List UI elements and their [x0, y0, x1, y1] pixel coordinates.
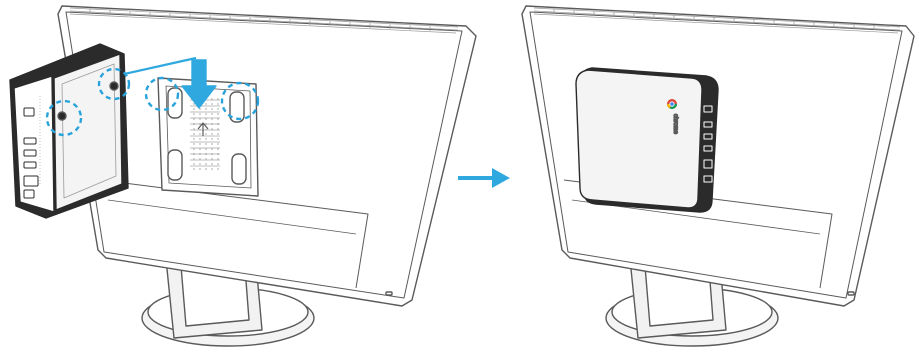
dashed-circle-callout-icon: [45, 99, 83, 137]
dashed-circle-callout-icon: [220, 81, 260, 121]
vesa-bracket-icon: [157, 77, 259, 197]
monitor-top-vent: [533, 7, 901, 34]
monitor-top-vent: [69, 7, 459, 34]
chromebox-device-side: [9, 43, 129, 219]
chrome-logo-icon: [667, 99, 677, 109]
dashed-circle-callout-icon: [97, 67, 131, 101]
chromebox-device-mounted: chrome: [575, 67, 719, 213]
arrow-right-icon: [458, 168, 510, 188]
device-brand-text: chrome: [672, 114, 678, 135]
screw-icon: [57, 111, 67, 121]
dashed-circle-callout-icon: [144, 76, 180, 112]
arrow-down-icon: [181, 59, 217, 109]
left-panel-monitor-back: [9, 5, 477, 347]
screw-icon: [109, 81, 119, 91]
right-panel-monitor-back: chrome: [521, 5, 915, 347]
power-led-icon: [847, 291, 855, 296]
power-led-icon: [385, 291, 393, 296]
callout-group: [45, 67, 260, 137]
arrow-up-icon: [197, 122, 209, 136]
